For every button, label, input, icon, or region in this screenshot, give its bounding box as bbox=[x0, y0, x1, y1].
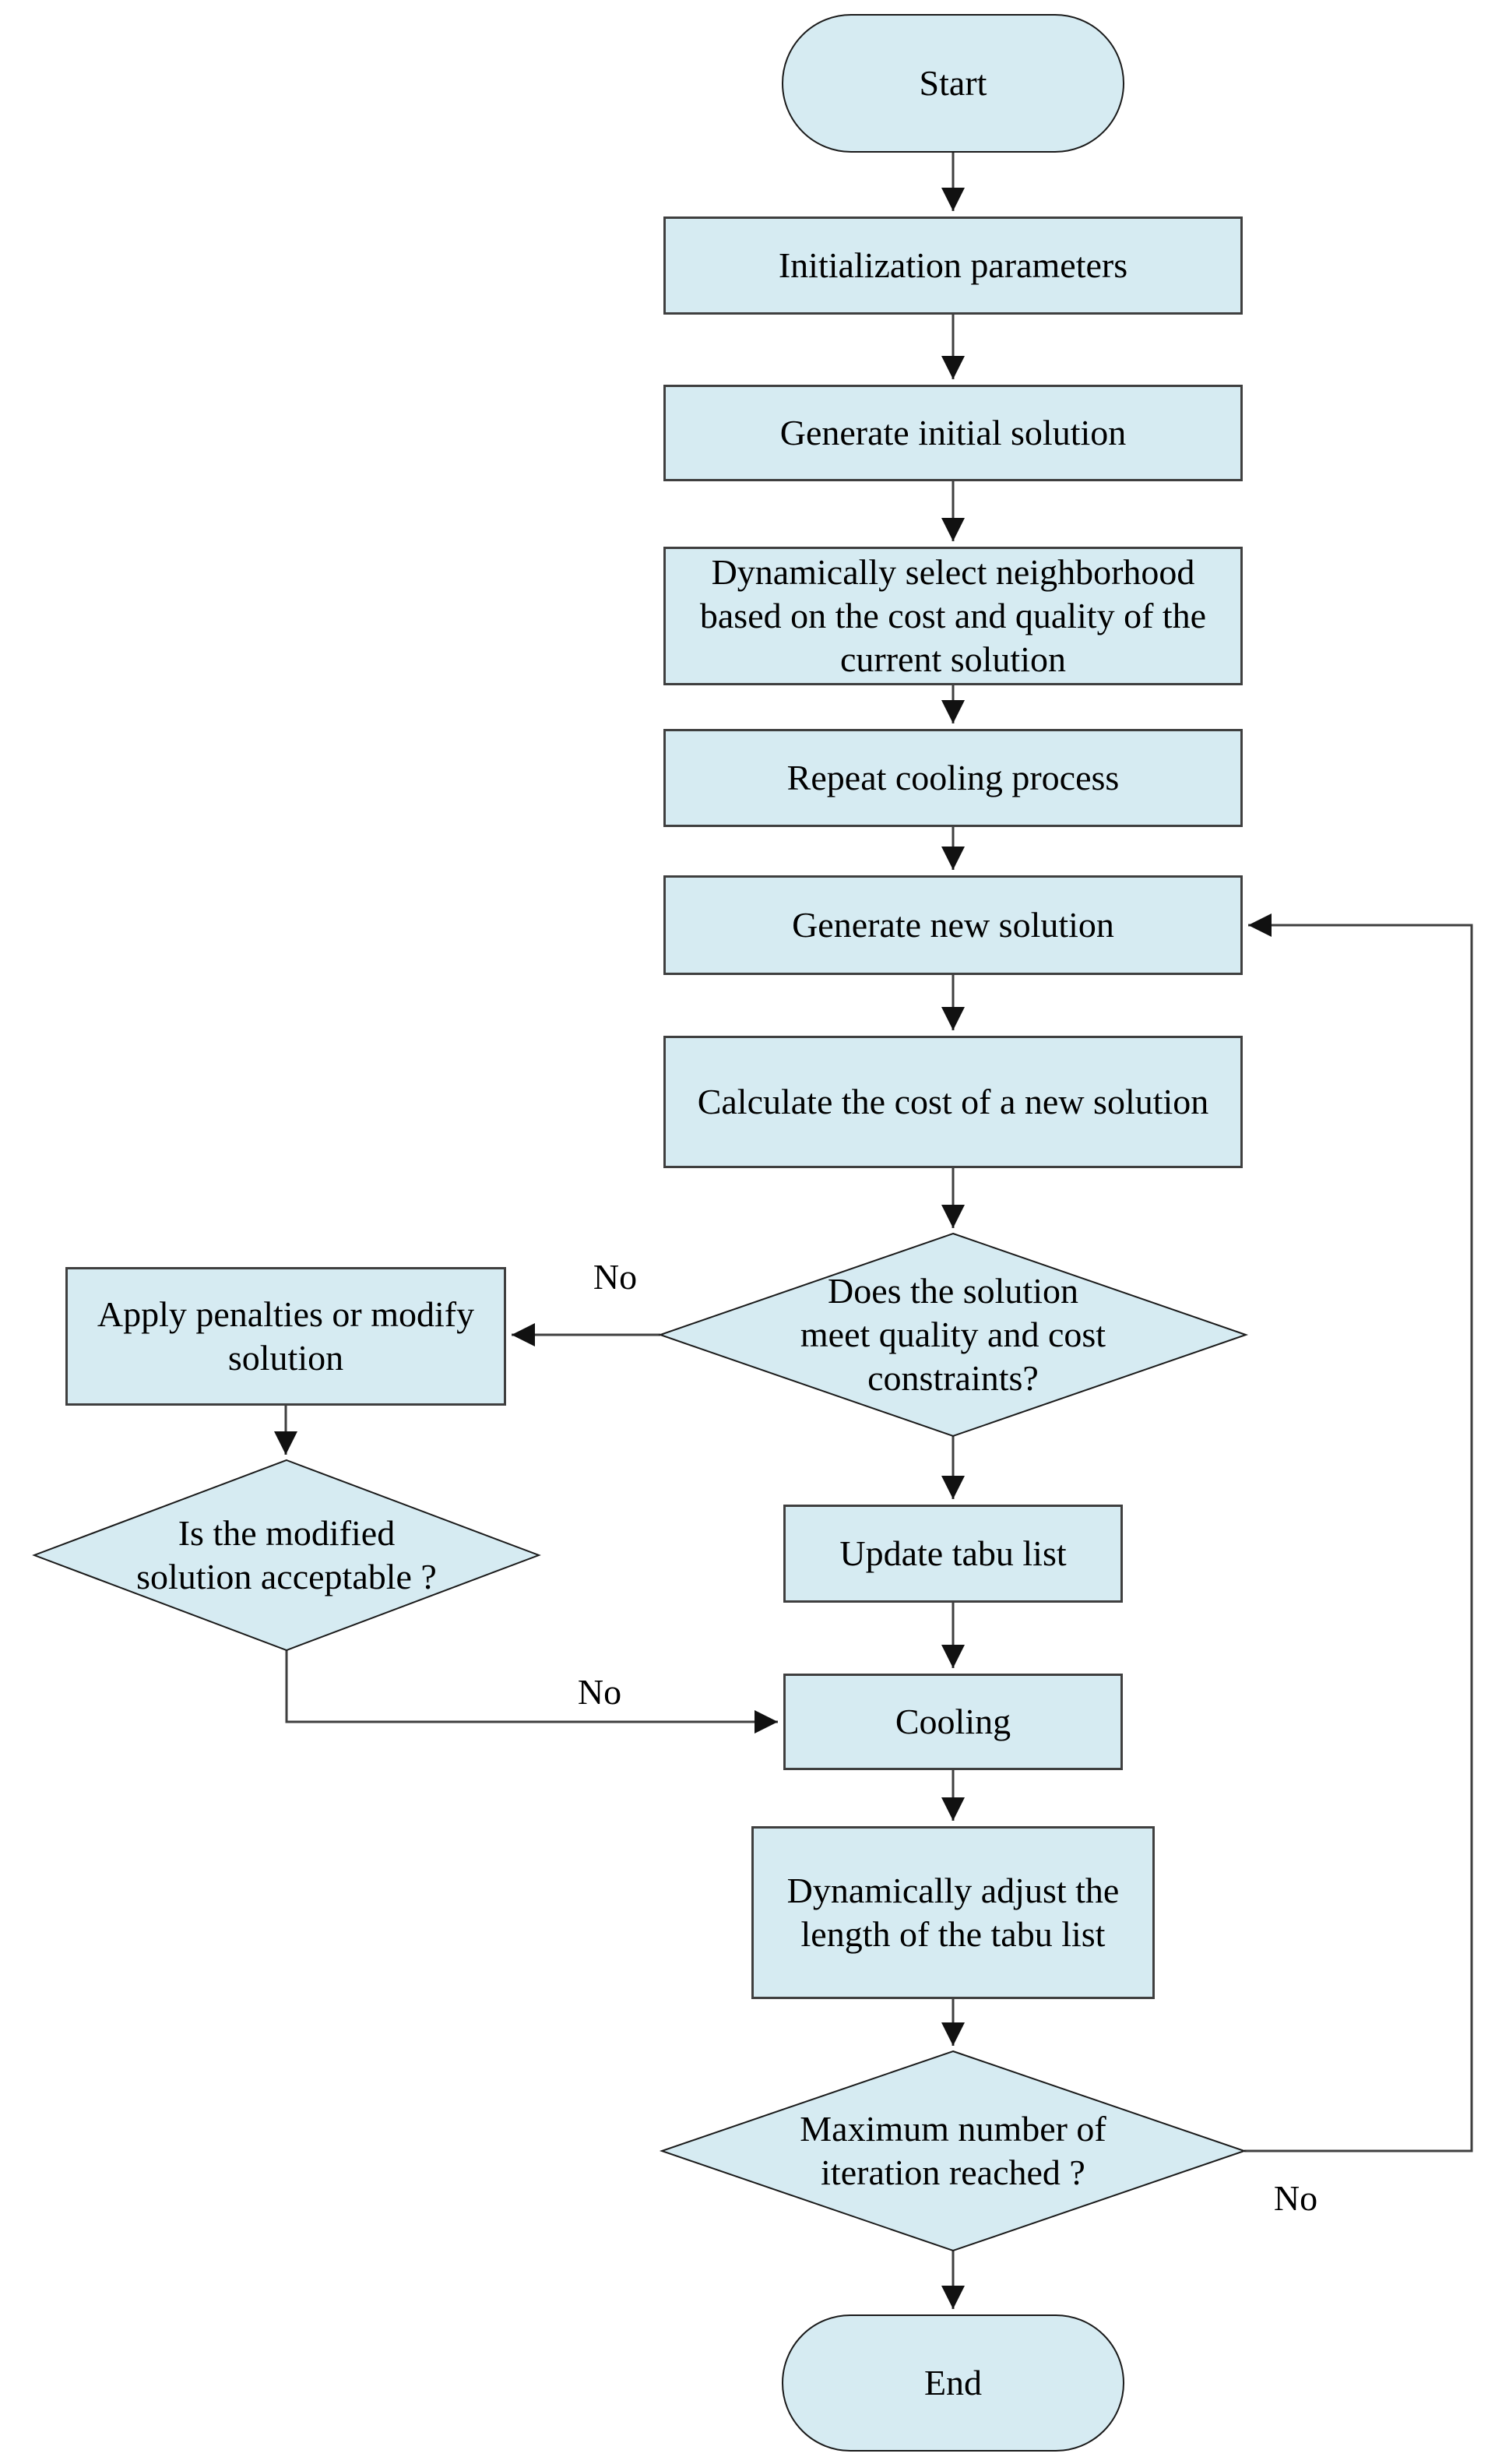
decision-max-iteration-label: Maximum number of iteration reached ? bbox=[800, 2108, 1106, 2192]
node-update-tabu-list: Update tabu list bbox=[783, 1505, 1123, 1603]
edge-label-no-meet-constraints: No bbox=[593, 1257, 638, 1297]
node-dynamically-select-neighborhood: Dynamically select neighborhood based on… bbox=[663, 547, 1243, 685]
edge-max-iteration-no-loop-to-gen-new bbox=[1244, 913, 1473, 2152]
node-dynamically-adjust-tabu-length: Dynamically adjust the length of the tab… bbox=[751, 1826, 1155, 1999]
edge-label-no-modified-acceptable: No bbox=[577, 1672, 622, 1712]
node-end-label: End bbox=[923, 2362, 983, 2402]
edge-modified-acceptable-no-to-cooling bbox=[285, 1650, 778, 1734]
node-initialization-parameters-label: Initialization parameters bbox=[778, 245, 1128, 285]
decision-max-iteration-shape bbox=[659, 2050, 1247, 2252]
decision-modified-acceptable-label: Is the modified solution acceptable ? bbox=[136, 1512, 437, 1596]
node-end: End bbox=[782, 2314, 1124, 2452]
decision-meet-constraints-label: Does the solution meet quality and cost … bbox=[800, 1270, 1106, 1399]
node-dynamically-select-neighborhood-label: Dynamically select neighborhood based on… bbox=[699, 551, 1207, 680]
decision-meet-constraints-shape bbox=[657, 1232, 1249, 1438]
node-apply-penalties-or-modify-label: Apply penalties or modify solution bbox=[97, 1294, 475, 1378]
node-calculate-cost-new-solution: Calculate the cost of a new solution bbox=[663, 1036, 1243, 1168]
decision-modified-acceptable-shape bbox=[32, 1459, 541, 1652]
node-apply-penalties-or-modify: Apply penalties or modify solution bbox=[65, 1267, 506, 1406]
node-generate-initial-solution-label: Generate initial solution bbox=[779, 412, 1127, 452]
node-dynamically-adjust-tabu-length-label: Dynamically adjust the length of the tab… bbox=[786, 1870, 1120, 1954]
node-cooling: Cooling bbox=[783, 1674, 1123, 1770]
node-start: Start bbox=[782, 14, 1124, 153]
node-generate-new-solution-label: Generate new solution bbox=[792, 904, 1114, 945]
node-generate-initial-solution: Generate initial solution bbox=[663, 385, 1243, 481]
node-start-label: Start bbox=[919, 62, 987, 103]
node-cooling-label: Cooling bbox=[895, 1701, 1011, 1741]
node-initialization-parameters: Initialization parameters bbox=[663, 216, 1243, 315]
node-repeat-cooling-process-label: Repeat cooling process bbox=[786, 757, 1120, 797]
node-calculate-cost-new-solution-label: Calculate the cost of a new solution bbox=[697, 1081, 1209, 1121]
edge-label-no-max-iteration: No bbox=[1273, 2178, 1318, 2218]
node-repeat-cooling-process: Repeat cooling process bbox=[663, 729, 1243, 827]
node-generate-new-solution: Generate new solution bbox=[663, 875, 1243, 975]
node-update-tabu-list-label: Update tabu list bbox=[839, 1533, 1067, 1573]
